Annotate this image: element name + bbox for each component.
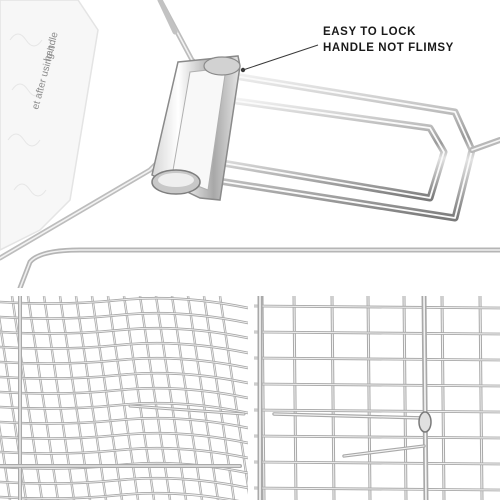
- grill-hinge-illustration: [254, 296, 500, 500]
- panel-divider-vertical: [248, 296, 254, 500]
- hinge-mesh-horizontal-highlight: [254, 331, 500, 335]
- hinge-frame-center-highlight: [423, 296, 427, 500]
- mesh-wire-vertical-highlight: [139, 296, 171, 500]
- mesh-wire-horizontal-highlight: [0, 297, 248, 309]
- mesh-wire-vertical-highlight: [123, 296, 155, 500]
- callout-line-2: HANDLE NOT FLIMSY: [323, 42, 454, 54]
- hinge-mesh-horizontal-highlight: [254, 383, 500, 387]
- mesh-wire-vertical-highlight: [107, 296, 139, 500]
- hinge-mesh-horizontal-highlight: [254, 487, 500, 491]
- hinge-lock-rod-highlight: [343, 445, 425, 457]
- hinge-mesh-horizontal-highlight: [254, 357, 500, 361]
- mesh-wire-horizontal-highlight: [0, 402, 248, 414]
- hinge-mesh-vertical-2-highlight: [331, 296, 335, 500]
- hinge-mesh-vertical-6-highlight: [479, 296, 483, 500]
- handle-closeup-photo: handle et after using it: [0, 0, 500, 288]
- mesh-wire-vertical-highlight: [171, 296, 203, 500]
- mesh-wire-horizontal-highlight: [0, 447, 248, 459]
- mesh-wire-horizontal-highlight: [0, 492, 235, 500]
- grill-mesh-illustration: [0, 296, 248, 500]
- callout-pointer: [240, 44, 319, 73]
- mesh-wire-horizontal-highlight: [0, 327, 248, 339]
- hinge-mesh-vertical-3-highlight: [367, 296, 371, 500]
- mesh-wire-horizontal-highlight: [0, 387, 248, 399]
- handle-closeup-illustration: handle et after using it: [0, 0, 500, 288]
- mesh-wire-horizontal-highlight: [0, 372, 248, 384]
- hinge-mesh-horizontal-highlight: [254, 435, 500, 439]
- hinge-mesh-vertical-4-highlight: [403, 296, 407, 500]
- mesh-wire-horizontal-highlight: [0, 342, 248, 354]
- mesh-wire-horizontal-highlight: [0, 432, 248, 444]
- mesh-wire-vertical-highlight: [187, 296, 219, 500]
- hinge-mesh-vertical-1-highlight: [293, 296, 297, 500]
- hinge-mesh-horizontal-highlight: [254, 409, 500, 413]
- mesh-wire-vertical-highlight: [91, 296, 123, 500]
- mesh-wire-horizontal-highlight: [0, 312, 248, 324]
- callout-line-1: EASY TO LOCK: [323, 26, 417, 38]
- mesh-wire-vertical-highlight: [219, 296, 248, 490]
- mesh-wire-horizontal-highlight: [0, 417, 248, 429]
- grill-mesh-photo: [0, 296, 248, 500]
- grill-hinge-photo: [254, 296, 500, 500]
- hinge-ring: [418, 411, 432, 433]
- mesh-wire-vertical-highlight: [155, 296, 187, 500]
- mesh-wire-vertical-highlight: [75, 296, 107, 500]
- panel-divider-horizontal: [0, 288, 500, 296]
- feature-callout: EASY TO LOCK HANDLE NOT FLIMSY: [323, 24, 493, 56]
- hinge-mesh-horizontal-highlight: [254, 305, 500, 309]
- mesh-wire-horizontal-highlight: [0, 357, 248, 369]
- hinge-cross-rod-highlight: [273, 413, 425, 419]
- hinge-mesh-horizontal-highlight: [254, 461, 500, 465]
- hinge-mesh-vertical-5-highlight: [441, 296, 445, 500]
- mesh-handle-rod-highlight: [129, 405, 245, 415]
- mesh-wire-horizontal-highlight: [0, 477, 248, 489]
- handle-lock-clip: [151, 55, 241, 201]
- packaging-paper: handle et after using it: [0, 0, 99, 251]
